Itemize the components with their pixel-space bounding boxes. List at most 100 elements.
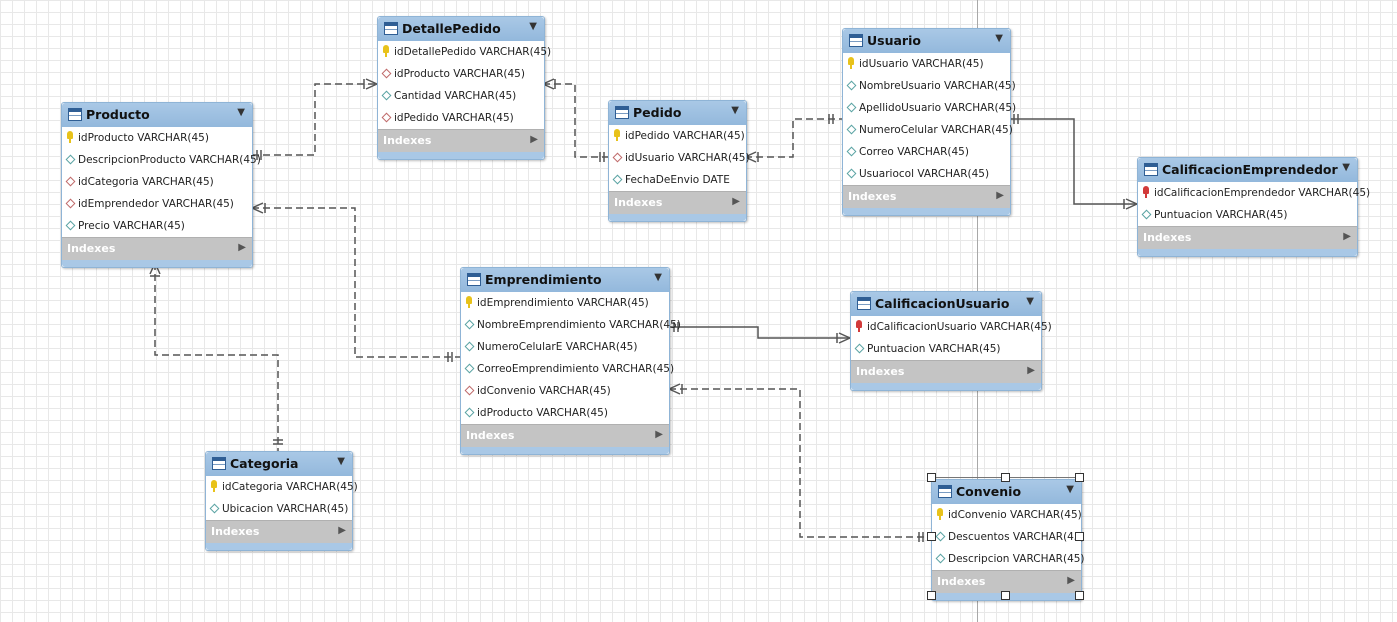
column-row[interactable]: Ubicacion VARCHAR(45)	[206, 498, 352, 520]
table-header[interactable]: Convenio ▼	[932, 480, 1081, 504]
resize-handle[interactable]	[1075, 532, 1084, 541]
table-calificacionemprendedor[interactable]: CalificacionEmprendedor ▼ idCalificacion…	[1137, 157, 1370, 257]
column-row[interactable]: idCalificacionUsuario VARCHAR(45)	[851, 316, 1052, 338]
chevron-down-icon[interactable]: ▼	[731, 105, 739, 116]
expand-arrow-icon[interactable]: ▶	[1027, 365, 1035, 376]
resize-handle[interactable]	[1001, 473, 1010, 482]
column-row[interactable]: FechaDeEnvio DATE	[609, 169, 746, 191]
column-row[interactable]: Usuariocol VARCHAR(45)	[843, 163, 1010, 185]
column-label: idConvenio VARCHAR(45)	[948, 509, 1082, 521]
column-label: Correo VARCHAR(45)	[859, 146, 969, 158]
column-row[interactable]: Correo VARCHAR(45)	[843, 141, 1010, 163]
column-row[interactable]: Cantidad VARCHAR(45)	[378, 85, 544, 107]
resize-handle[interactable]	[927, 532, 936, 541]
rel-end-marker	[828, 114, 834, 124]
column-icon	[464, 341, 475, 352]
column-row[interactable]: idPedido VARCHAR(45)	[378, 107, 544, 129]
column-row[interactable]: idProducto VARCHAR(45)	[461, 402, 669, 424]
table-header[interactable]: Categoria ▼	[206, 452, 352, 476]
column-row[interactable]: ApellidoUsuario VARCHAR(45)	[843, 97, 1016, 119]
table-pedido[interactable]: Pedido ▼ idPedido VARCHAR(45) idUsuario …	[608, 100, 750, 222]
table-header[interactable]: CalificacionUsuario ▼	[851, 292, 1041, 316]
expand-arrow-icon[interactable]: ▶	[238, 242, 246, 253]
column-row[interactable]: idProducto VARCHAR(45)	[62, 127, 252, 149]
expand-arrow-icon[interactable]: ▶	[996, 190, 1004, 201]
expand-arrow-icon[interactable]: ▶	[1343, 231, 1351, 242]
column-row[interactable]: idEmprendimiento VARCHAR(45)	[461, 292, 669, 314]
column-row[interactable]: CorreoEmprendimiento VARCHAR(45)	[461, 358, 674, 380]
rel-end-marker	[836, 332, 851, 344]
expand-arrow-icon[interactable]: ▶	[530, 134, 538, 145]
column-row[interactable]: Descripcion VARCHAR(45)	[932, 548, 1085, 570]
chevron-down-icon[interactable]: ▼	[995, 33, 1003, 44]
column-row[interactable]: idConvenio VARCHAR(45)	[461, 380, 669, 402]
indexes-section[interactable]: Indexes▶	[461, 424, 669, 447]
column-row[interactable]: idCategoria VARCHAR(45)	[62, 171, 252, 193]
column-row[interactable]: Puntuacion VARCHAR(45)	[851, 338, 1041, 360]
column-row[interactable]: NumeroCelularE VARCHAR(45)	[461, 336, 669, 358]
table-usuario[interactable]: Usuario ▼ idUsuario VARCHAR(45) NombreUs…	[842, 28, 1016, 216]
resize-handle[interactable]	[927, 473, 936, 482]
foreign-key-icon	[381, 112, 392, 123]
expand-arrow-icon[interactable]: ▶	[655, 429, 663, 440]
chevron-down-icon[interactable]: ▼	[1342, 162, 1350, 173]
table-categoria[interactable]: Categoria ▼ idCategoria VARCHAR(45) Ubic…	[205, 451, 358, 551]
resize-handle[interactable]	[927, 591, 936, 600]
indexes-section[interactable]: Indexes▶	[843, 185, 1010, 208]
table-calificacionusuario[interactable]: CalificacionUsuario ▼ idCalificacionUsua…	[850, 291, 1052, 391]
rel-end-marker	[363, 78, 378, 90]
column-row[interactable]: idUsuario VARCHAR(45)	[843, 53, 1010, 75]
expand-arrow-icon[interactable]: ▶	[1067, 575, 1075, 586]
table-producto[interactable]: Producto ▼ idProducto VARCHAR(45) Descri…	[61, 102, 261, 268]
table-icon	[849, 34, 863, 47]
column-row[interactable]: Precio VARCHAR(45)	[62, 215, 252, 237]
resize-handle[interactable]	[1075, 473, 1084, 482]
chevron-down-icon[interactable]: ▼	[654, 272, 662, 283]
column-row[interactable]: idConvenio VARCHAR(45)	[932, 504, 1082, 526]
table-header[interactable]: Producto ▼	[62, 103, 252, 127]
rel-producto-emprendimiento	[252, 207, 460, 358]
chevron-down-icon[interactable]: ▼	[237, 107, 245, 118]
column-row[interactable]: NombreUsuario VARCHAR(45)	[843, 75, 1016, 97]
resize-handle[interactable]	[1075, 591, 1084, 600]
expand-arrow-icon[interactable]: ▶	[732, 196, 740, 207]
chevron-down-icon[interactable]: ▼	[529, 21, 537, 32]
table-header[interactable]: DetallePedido ▼	[378, 17, 544, 41]
rel-producto-categoria	[154, 263, 279, 451]
indexes-label: Indexes	[856, 365, 905, 378]
table-detallepedido[interactable]: DetallePedido ▼ idDetallePedido VARCHAR(…	[377, 16, 551, 160]
column-row[interactable]: idUsuario VARCHAR(45)	[609, 147, 750, 169]
chevron-down-icon[interactable]: ▼	[337, 456, 345, 467]
rel-emprendimiento-convenio	[669, 388, 931, 538]
resize-handle[interactable]	[1001, 591, 1010, 600]
chevron-down-icon[interactable]: ▼	[1026, 296, 1034, 307]
table-name: Convenio	[956, 484, 1022, 499]
indexes-section[interactable]: Indexes ▶	[851, 360, 1041, 383]
table-header[interactable]: CalificacionEmprendedor ▼	[1138, 158, 1357, 182]
column-row[interactable]: idCalificacionEmprendedor VARCHAR(45)	[1138, 182, 1370, 204]
indexes-section[interactable]: Indexes▶	[1138, 226, 1357, 249]
table-convenio[interactable]: Convenio ▼ idConvenio VARCHAR(45) Descue…	[931, 479, 1085, 601]
column-row[interactable]: idCategoria VARCHAR(45)	[206, 476, 358, 498]
indexes-section[interactable]: Indexes▶	[609, 191, 746, 214]
column-row[interactable]: Puntuacion VARCHAR(45)	[1138, 204, 1357, 226]
indexes-section[interactable]: Indexes▶	[378, 129, 544, 152]
column-row[interactable]: idDetallePedido VARCHAR(45)	[378, 41, 551, 63]
table-emprendimiento[interactable]: Emprendimiento ▼ idEmprendimiento VARCHA…	[460, 267, 681, 455]
table-header[interactable]: Usuario ▼	[843, 29, 1010, 53]
table-header[interactable]: Emprendimiento ▼	[461, 268, 669, 292]
column-row[interactable]: NombreEmprendimiento VARCHAR(45)	[461, 314, 681, 336]
indexes-section[interactable]: Indexes▶	[932, 570, 1081, 593]
column-label: idCategoria VARCHAR(45)	[78, 176, 214, 188]
column-row[interactable]: NumeroCelular VARCHAR(45)	[843, 119, 1013, 141]
column-row[interactable]: idEmprendedor VARCHAR(45)	[62, 193, 252, 215]
table-header[interactable]: Pedido ▼	[609, 101, 746, 125]
chevron-down-icon[interactable]: ▼	[1066, 484, 1074, 495]
column-row[interactable]: idProducto VARCHAR(45)	[378, 63, 544, 85]
column-row[interactable]: idPedido VARCHAR(45)	[609, 125, 746, 147]
indexes-section[interactable]: Indexes▶	[62, 237, 252, 260]
column-row[interactable]: DescripcionProducto VARCHAR(45)	[62, 149, 261, 171]
column-row[interactable]: Descuentos VARCHAR(45)	[932, 526, 1085, 548]
indexes-section[interactable]: Indexes▶	[206, 520, 352, 543]
expand-arrow-icon[interactable]: ▶	[338, 525, 346, 536]
